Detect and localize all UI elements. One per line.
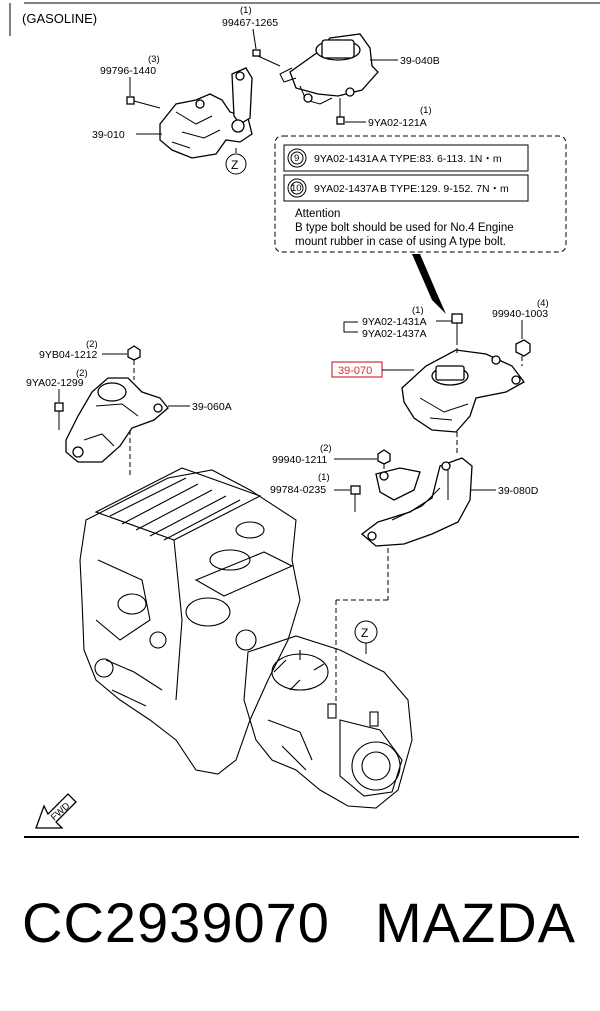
callout-99940-1211-qty: (2) (320, 443, 332, 454)
bracket-39-010-drawing (159, 67, 253, 159)
callout-39-060a: 39-060A (192, 401, 232, 413)
nut-9yb04-icon (127, 345, 141, 361)
callout-99796-qty: (3) (148, 54, 160, 65)
nut-99940-1211-icon (377, 449, 391, 465)
ref-z-bottom: Z (361, 626, 368, 640)
callout-9ya02-1431a-code-a: 9YA02-1431A (362, 316, 427, 328)
torque-note-box (274, 135, 567, 253)
bolt-99784-icon (350, 485, 361, 512)
fwd-arrow-icon (35, 793, 77, 829)
nut-99940-1003-icon (515, 339, 531, 357)
callout-39-010: 39-010 (92, 129, 125, 141)
bolt-99796-icon (126, 96, 161, 109)
note-row1-torque: A TYPE:83. 6-113. 1N・m (380, 153, 502, 165)
parts-diagram: (GASOLINE) 39-040B (1) 99467-1265 39-010… (9, 2, 600, 829)
callout-9yb04-qty: (2) (86, 339, 98, 350)
callout-9ya02-1299-code: 9YA02-1299 (26, 377, 84, 389)
bolt-99467-icon (252, 49, 281, 67)
brand-name: MAZDA (375, 891, 576, 954)
callout-99784-qty: (1) (318, 472, 330, 483)
engine-block-drawing (79, 467, 301, 775)
mount-39-060a-drawing (65, 377, 169, 463)
callout-99940-1003-qty: (4) (537, 298, 549, 309)
note-row2-torque: B TYPE:129. 9-152. 7N・m (380, 183, 509, 195)
transmission-drawing (243, 635, 413, 809)
attention-title: Attention (295, 208, 340, 220)
callout-99940-1003-code: 99940-1003 (492, 308, 548, 320)
note-row1-index: 9 (294, 153, 299, 164)
callout-39-070: 39-070 (338, 365, 372, 377)
callout-99467-qty: (1) (240, 5, 252, 16)
attention-line1: B type bolt should be used for No.4 Engi… (295, 222, 514, 234)
mount-39-040b-drawing (279, 33, 379, 105)
note-row2-index: 10 (291, 183, 302, 194)
caption: CC2939070 MAZDA (10, 890, 600, 970)
callout-99784-code: 99784-0235 (270, 484, 326, 496)
ref-z-top: Z (231, 158, 238, 172)
note-row2-code: 9YA02-1437A (314, 183, 379, 195)
callout-99796-code: 99796-1440 (100, 65, 156, 77)
callout-99940-1211-code: 99940-1211 (272, 454, 327, 466)
callout-9yb04-code: 9YB04-1212 (39, 349, 98, 361)
callout-9ya02-121a-qty: (1) (420, 105, 432, 116)
callout-99467-code: 99467-1265 (222, 17, 278, 29)
variant-label: (GASOLINE) (22, 11, 97, 26)
note-row1-code: 9YA02-1431A (314, 153, 379, 165)
bolt-9ya02-121a-icon (336, 98, 345, 125)
bracket-39-080d-drawing (360, 457, 473, 547)
attention-line2: mount rubber in case of using A type bol… (295, 236, 506, 248)
bolt-9ya02-1431a-icon (451, 313, 463, 340)
callout-9ya02-1431a-qty: (1) (412, 305, 424, 316)
mount-39-070-drawing (401, 349, 525, 433)
note-pointer-arrow (412, 254, 446, 314)
part-number: CC2939070 (22, 891, 330, 954)
footer-divider (24, 836, 579, 838)
bolt-9ya02-1299-icon (54, 402, 64, 430)
ref-z-top-circle (225, 153, 247, 175)
callout-9ya02-1437a-code-b: 9YA02-1437A (362, 328, 427, 340)
callout-9ya02-121a-code: 9YA02-121A (368, 117, 427, 129)
callout-39-080d: 39-080D (498, 485, 539, 497)
callout-39-040b: 39-040B (400, 55, 440, 67)
callout-9ya02-1299-qty: (2) (76, 368, 88, 379)
